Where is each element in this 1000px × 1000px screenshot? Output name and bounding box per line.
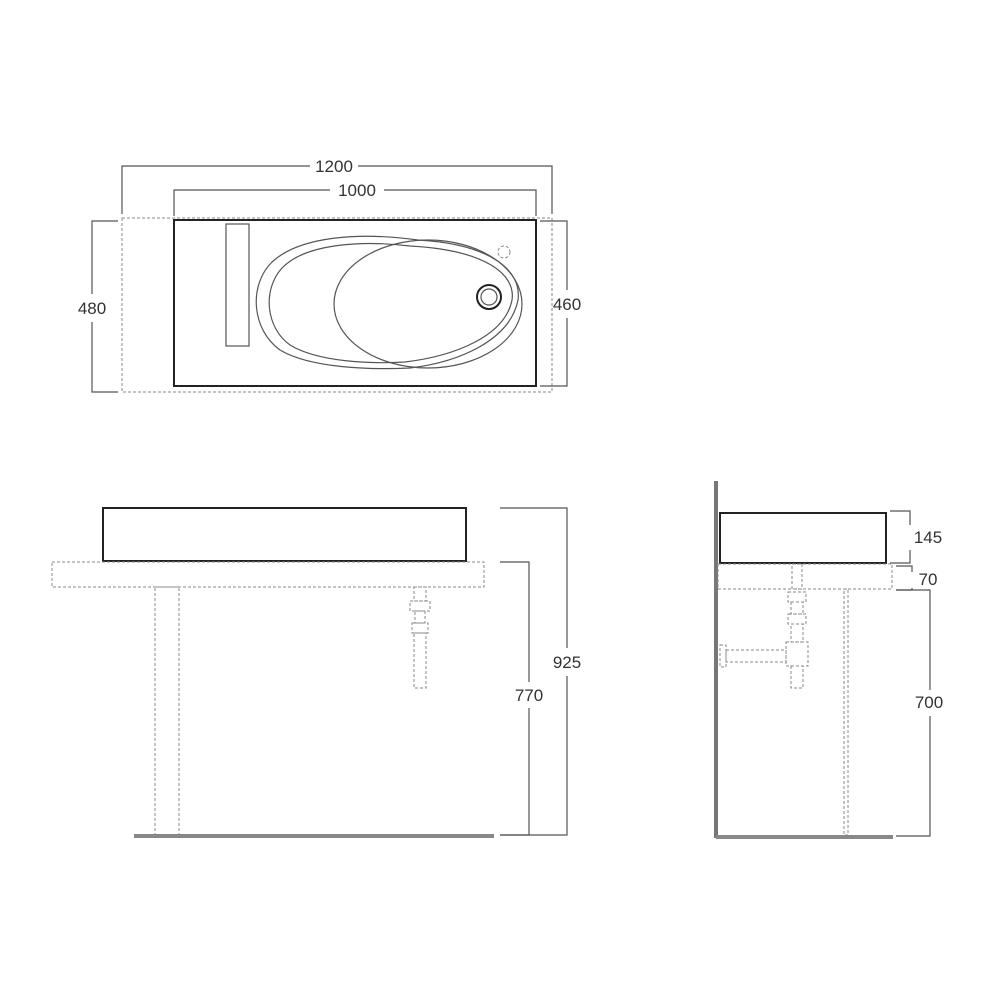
dim-text-480: 480 xyxy=(78,299,106,318)
dim-text-1000: 1000 xyxy=(338,181,376,200)
plan-tap-hole xyxy=(497,245,511,259)
plan-bowl-inner xyxy=(268,242,513,364)
plan-basin-ellipse xyxy=(333,239,523,369)
front-shelf xyxy=(51,561,485,588)
side-view: 145 70 700 xyxy=(714,481,943,839)
front-basin xyxy=(102,507,467,562)
dim-text-700: 700 xyxy=(915,693,943,712)
plan-drain-inner xyxy=(480,288,498,306)
dim-line-70 xyxy=(896,565,913,591)
dim-line-700 xyxy=(896,589,931,837)
dim-line-1200 xyxy=(121,165,553,214)
plan-view: 1200 1000 480 460 xyxy=(78,157,581,393)
plan-soap-tray xyxy=(225,223,250,347)
side-leg xyxy=(843,588,849,836)
side-shelf xyxy=(717,563,893,590)
side-siphon xyxy=(719,563,809,689)
dim-text-70: 70 xyxy=(919,570,938,589)
plan-bowl-outer xyxy=(255,235,519,370)
dim-text-925: 925 xyxy=(553,653,581,672)
plan-outer-outline xyxy=(121,217,553,393)
dim-line-1000 xyxy=(173,189,537,216)
dim-text-460: 460 xyxy=(553,295,581,314)
dim-line-145 xyxy=(890,510,911,564)
dim-line-460 xyxy=(540,220,568,387)
dim-text-770: 770 xyxy=(515,686,543,705)
front-siphon xyxy=(409,586,431,689)
plan-drain-outer xyxy=(476,284,502,310)
front-leg xyxy=(154,586,180,836)
front-view: 925 770 xyxy=(51,507,581,838)
dim-line-770 xyxy=(500,561,530,836)
side-basin xyxy=(719,512,887,564)
plan-basin-outline xyxy=(173,219,537,387)
dim-text-145: 145 xyxy=(914,528,942,547)
dim-line-480 xyxy=(91,220,118,393)
dim-text-1200: 1200 xyxy=(315,157,353,176)
